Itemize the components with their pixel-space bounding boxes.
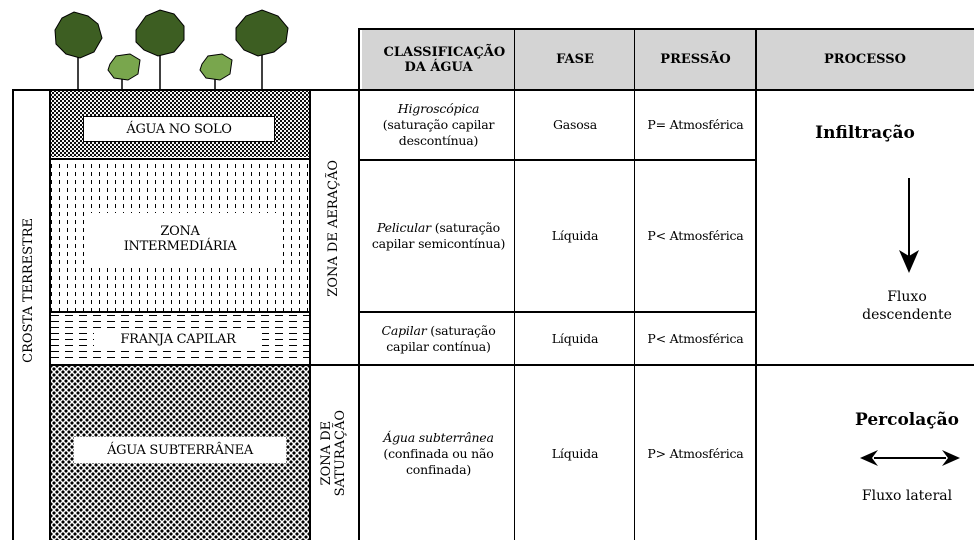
border-line [360,28,974,30]
header-pressao: PRESSÃO [660,52,731,67]
vegetation-icon [54,9,289,98]
border-line [358,28,360,540]
row-4-pressao: P> Atmosférica [647,445,744,461]
border-line [309,89,311,540]
border-line [12,89,14,540]
row-2-classificacao: Pelicular (saturação capilar semicontínu… [371,220,506,251]
infiltration-label: Infiltração [815,123,915,143]
double-arrow-icon [860,450,960,466]
row-2-fase: Líquida [551,228,599,243]
aeration-zone-label: ZONA DE AERAÇÃO [326,159,341,297]
header-fase: FASE [556,52,594,67]
border-line [360,89,974,91]
row-3-fase: Líquida [551,331,599,346]
percolation-label: Percolação [855,410,959,430]
row-4-classificacao: Água subterrânea(confinada ou não confin… [383,429,494,477]
row-1-pressao: P= Atmosférica [647,117,744,132]
border-line [360,311,756,313]
border-line [51,311,311,313]
header-classificacao: CLASSIFICAÇÃO DA ÁGUA [383,44,506,75]
crust-label: CROSTA TERRESTRE [21,217,36,363]
soil-water-label: ÁGUA NO SOLO [83,116,275,142]
row-4-fase: Líquida [551,445,599,461]
table-header [362,30,974,89]
border-line [755,28,757,540]
border-line [49,89,51,540]
row-2-pressao: P< Atmosférica [647,228,744,243]
border-line [514,28,515,540]
border-line [360,159,756,161]
border-line [12,89,360,91]
row-3-pressao: P< Atmosférica [647,331,744,346]
border-line [51,364,974,366]
border-line [634,28,635,540]
groundwater-label: ÁGUA SUBTERRÂNEA [74,437,286,463]
row-3-classificacao: Capilar (saturação capilar contínua) [381,323,496,354]
arrow-down-icon [899,178,919,273]
capillary-fringe-label: FRANJA CAPILAR [94,328,262,350]
lateral-flow-label: Fluxo lateral [861,488,953,504]
border-line [51,158,311,160]
header-processo: PROCESSO [824,52,906,67]
row-1-classificacao: Higroscópica(saturação capilar descontín… [382,101,495,148]
row-1-fase: Gasosa [552,117,598,132]
